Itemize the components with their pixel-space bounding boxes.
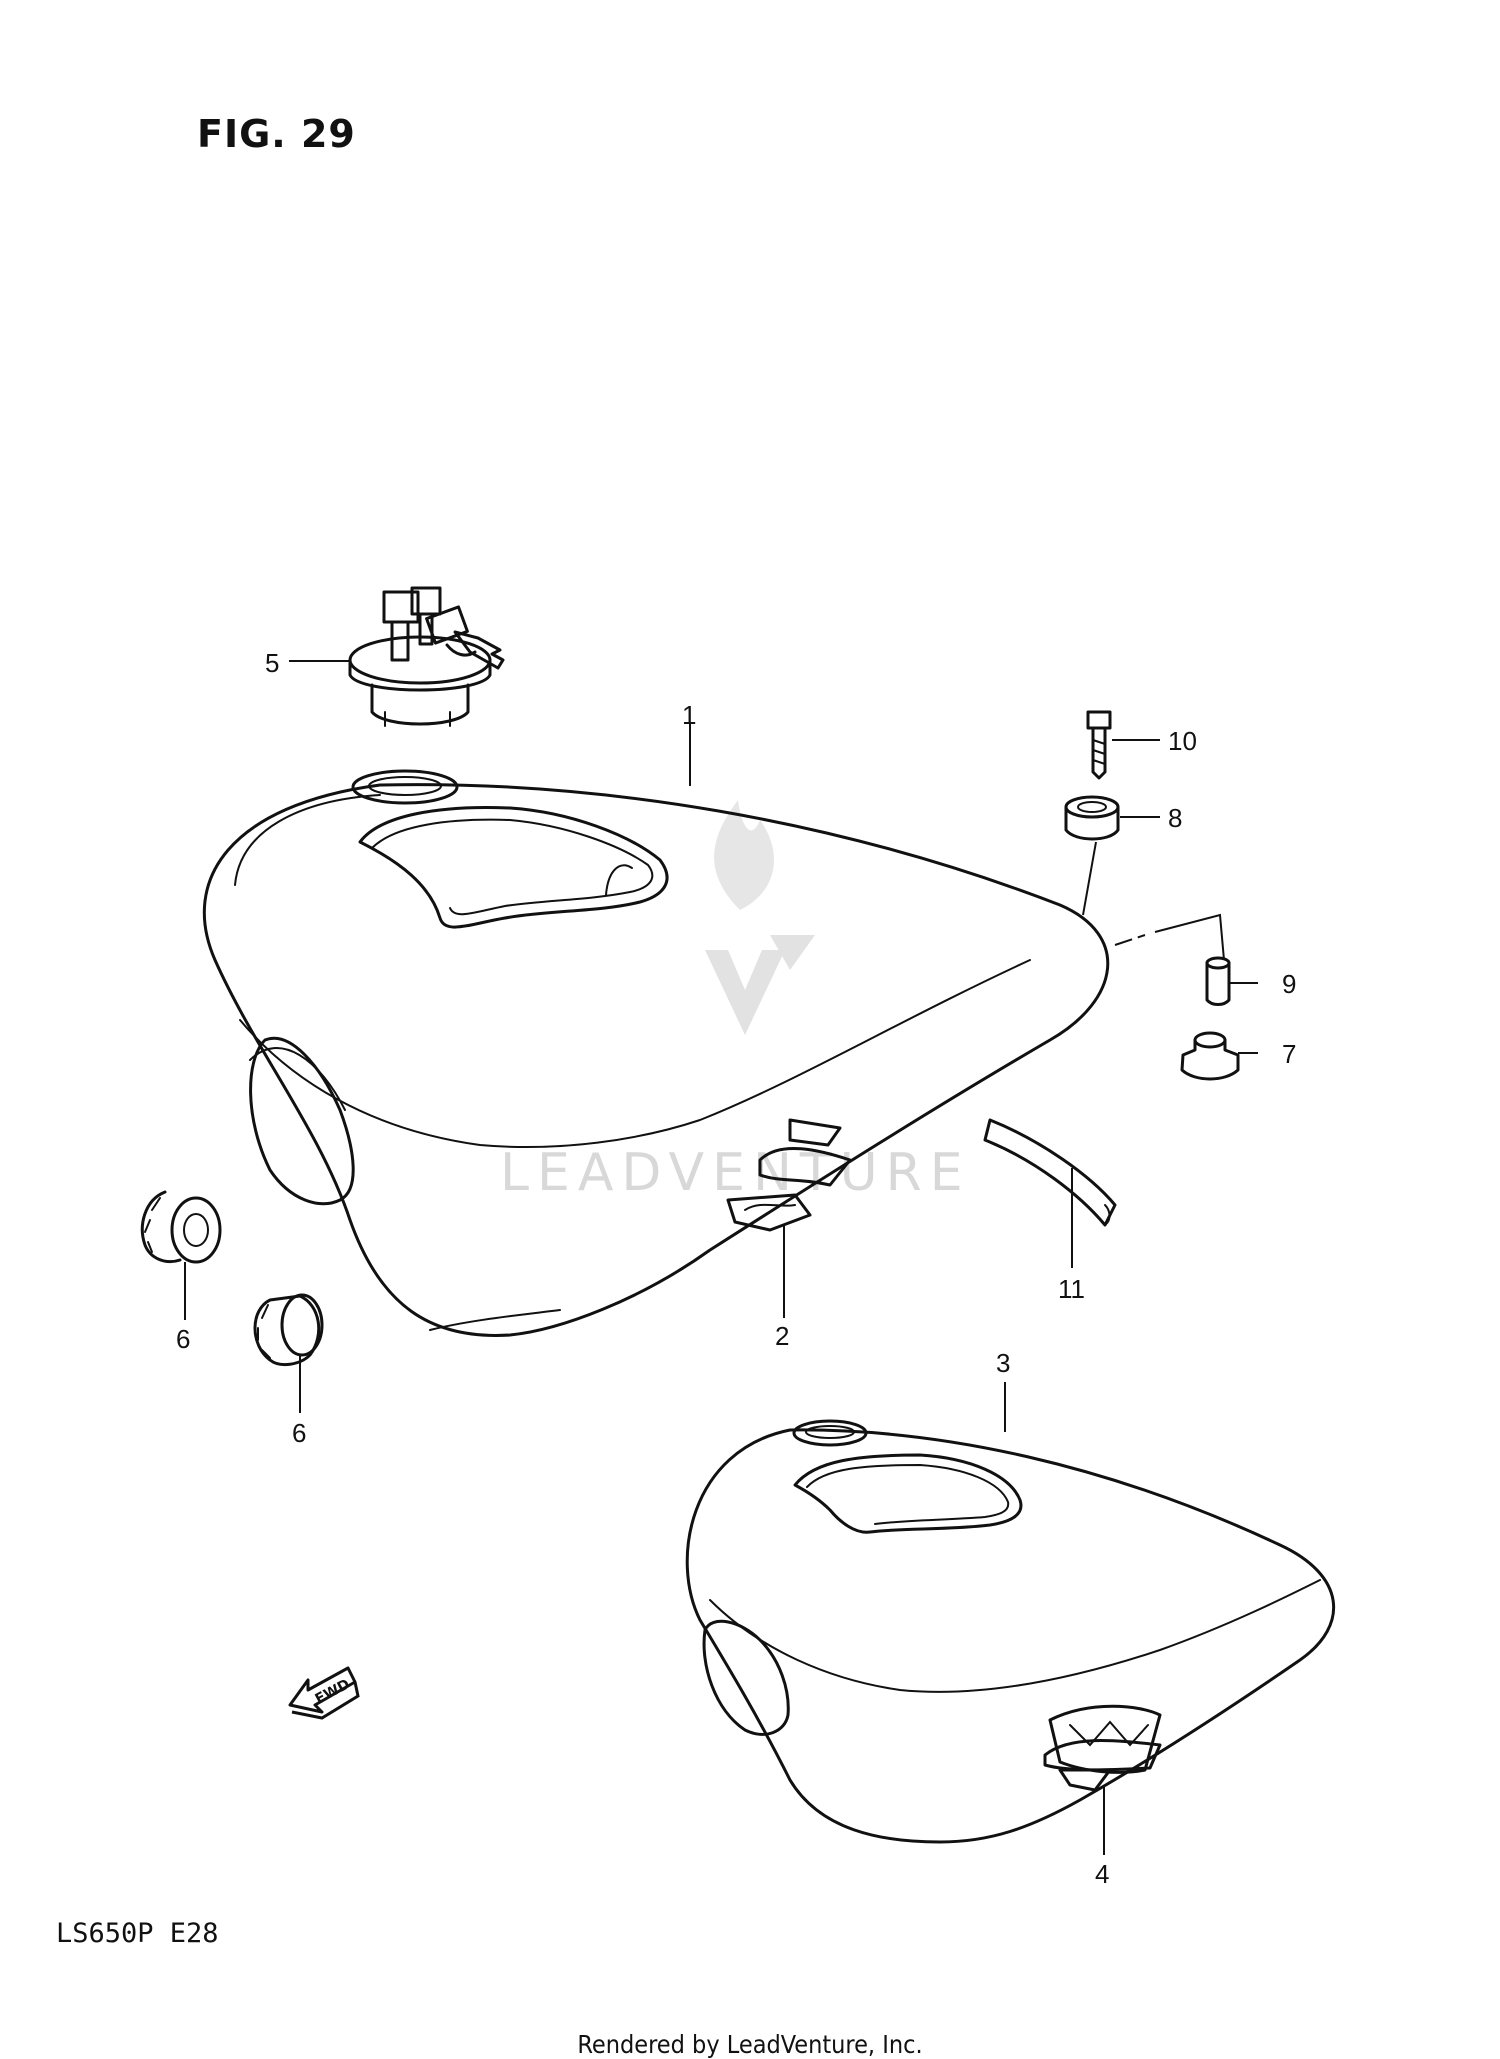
- callout-9: 9: [1282, 969, 1296, 999]
- watermark: LEADVENTURE: [500, 800, 971, 1203]
- callout-10: 10: [1168, 726, 1197, 756]
- figure-title: FIG. 29: [197, 112, 356, 156]
- leader-lines: [184, 660, 1258, 1855]
- callout-6-left: 6: [176, 1324, 190, 1354]
- footer-credit: Rendered by LeadVenture, Inc.: [577, 2030, 923, 2059]
- cushion-right-icon: [253, 1293, 324, 1367]
- fuel-tank-icon: [202, 769, 1110, 1337]
- spacer-icon: [1064, 795, 1120, 841]
- cushion-left-icon: [140, 1190, 222, 1264]
- fwd-arrow-icon: FWD: [288, 1666, 360, 1720]
- fuel-hose-icon: [983, 1118, 1117, 1227]
- callout-labels: 5 1 10 8 9 7 11 2 6 6 3 4: [176, 648, 1296, 1889]
- model-code: LS650P E28: [56, 1918, 219, 1949]
- tank-emblem-icon: [726, 1118, 852, 1232]
- callout-3: 3: [996, 1348, 1010, 1378]
- callout-7: 7: [1282, 1039, 1296, 1069]
- callout-1: 1: [682, 700, 696, 730]
- watermark-text: LEADVENTURE: [500, 1143, 971, 1203]
- tank-emblem-alt-icon: [1043, 1704, 1162, 1792]
- rear-cushion-icon: [1180, 1031, 1240, 1081]
- callout-2: 2: [775, 1321, 789, 1351]
- collar-icon: [1205, 956, 1231, 1006]
- callout-11: 11: [1058, 1274, 1085, 1304]
- fuel-cap-icon: [348, 586, 505, 727]
- callout-8: 8: [1168, 803, 1182, 833]
- bolt-icon: [1086, 710, 1112, 780]
- fuel-tank-alt-icon: [685, 1419, 1336, 1844]
- callout-4: 4: [1095, 1859, 1109, 1889]
- callout-6-right: 6: [292, 1418, 306, 1448]
- callout-5: 5: [265, 648, 279, 678]
